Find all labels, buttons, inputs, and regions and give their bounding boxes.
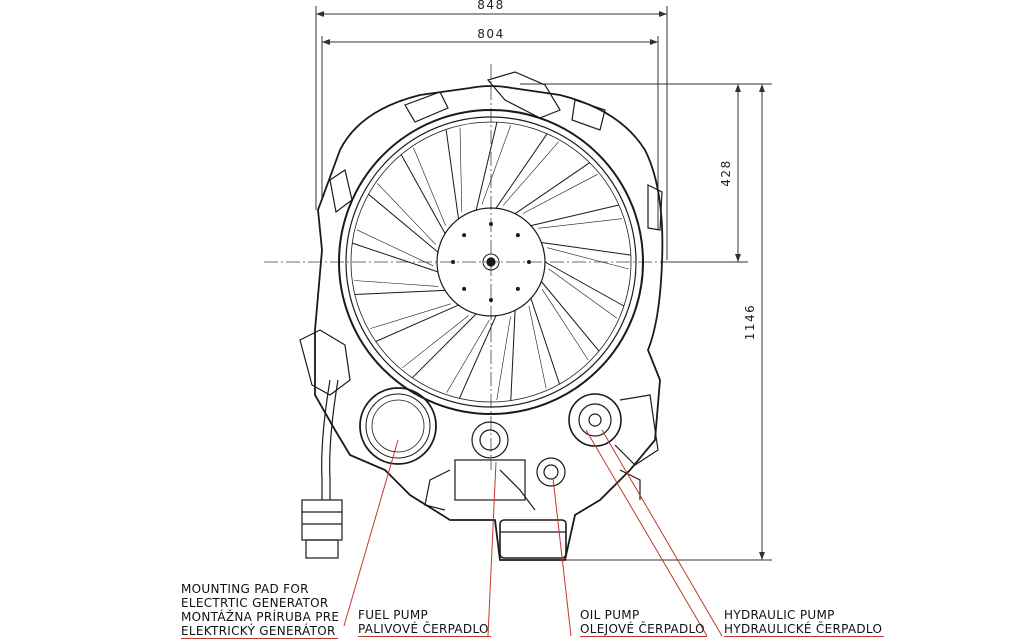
dim-848-label: 848 bbox=[477, 0, 504, 12]
fan-blade-edge bbox=[522, 174, 598, 214]
fan-blade bbox=[530, 298, 560, 385]
fan-blade-edge bbox=[413, 147, 446, 226]
callout-generator-sk-1: MONTÁŽNA PRÍRUBA PRE bbox=[181, 610, 340, 624]
fan-blade-edge bbox=[459, 127, 463, 212]
center-lines bbox=[264, 64, 700, 470]
callout-hydraulic-cz: HYDRAULICKÉ ČERPADLO bbox=[724, 622, 885, 637]
callout-fuel-pump: FUEL PUMP PALIVOVÉ ČERPADLO bbox=[358, 608, 491, 637]
hub-bolts bbox=[451, 222, 531, 302]
engine-body bbox=[314, 71, 664, 561]
hub-bolt bbox=[515, 286, 520, 291]
fan-blade bbox=[495, 133, 548, 209]
fan-blade bbox=[541, 281, 600, 352]
hub-bolt bbox=[462, 286, 467, 291]
fan-blade bbox=[475, 121, 498, 211]
generator-tubing bbox=[299, 329, 351, 559]
callout-hydraulic-en: HYDRAULIC PUMP bbox=[724, 608, 835, 622]
dimension-arrows bbox=[316, 11, 765, 560]
fan-blade bbox=[530, 204, 620, 227]
fan-blade bbox=[411, 313, 477, 379]
fan-blade bbox=[458, 315, 497, 399]
dim-1146-label: 1146 bbox=[743, 304, 757, 341]
callout-fuel-en: FUEL PUMP bbox=[358, 608, 429, 622]
fan-blade bbox=[400, 154, 446, 234]
fan-blade-edge bbox=[446, 319, 490, 393]
hub-bolt bbox=[462, 233, 467, 238]
fan-blade-edge bbox=[528, 305, 547, 389]
fan-blade bbox=[368, 193, 439, 253]
hub-bolt bbox=[489, 298, 493, 302]
fan-blade-edge bbox=[538, 218, 623, 229]
fan-blade-edge bbox=[541, 289, 589, 361]
dimension-lines bbox=[315, 6, 772, 561]
fuel-pump bbox=[424, 421, 536, 511]
fan-outer-ring bbox=[338, 109, 644, 415]
dim-428-label: 428 bbox=[719, 159, 733, 186]
fan-blade bbox=[354, 289, 446, 295]
oil-pump bbox=[499, 457, 567, 559]
hydraulic-pump bbox=[568, 393, 659, 500]
fan-blade bbox=[541, 242, 631, 256]
fan-blade bbox=[375, 304, 459, 342]
generator-mounting-pad bbox=[359, 387, 437, 465]
hub-bolt bbox=[451, 260, 455, 264]
fan-blades bbox=[352, 121, 631, 401]
fan-blade-edge bbox=[356, 229, 434, 267]
fan-blade-edge bbox=[547, 247, 629, 270]
callout-generator-en-2: ELECTRTIC GENERATOR bbox=[181, 596, 329, 610]
fan-blade-edge bbox=[377, 183, 436, 245]
callout-hydraulic-pump: HYDRAULIC PUMP HYDRAULICKÉ ČERPADLO bbox=[724, 608, 885, 637]
fan-blade-edge bbox=[548, 268, 618, 319]
callout-fuel-cz: PALIVOVÉ ČERPADLO bbox=[358, 622, 491, 637]
callout-oil-pump: OIL PUMP OLEJOVÉ ČERPADLO bbox=[580, 608, 707, 637]
callout-generator-sk-2: ELEKTRICKÝ GENERÁTOR bbox=[181, 624, 338, 639]
fan-blade-edge bbox=[370, 303, 451, 329]
callout-generator: MOUNTING PAD FOR ELECTRTIC GENERATOR MON… bbox=[181, 582, 339, 639]
fan-blade-edge bbox=[354, 280, 439, 287]
fan-blade bbox=[445, 129, 459, 219]
fan-blade-edge bbox=[502, 141, 559, 206]
fan-blade bbox=[352, 242, 439, 273]
dim-804-label: 804 bbox=[477, 27, 504, 41]
hub-bolt bbox=[515, 233, 520, 238]
casing-outline bbox=[314, 85, 664, 561]
callout-oil-en: OIL PUMP bbox=[580, 608, 640, 622]
callout-generator-en-1: MOUNTING PAD FOR bbox=[181, 582, 309, 596]
fan-blade bbox=[544, 261, 625, 307]
fan-blade-edge bbox=[402, 315, 469, 369]
hub-bolt bbox=[527, 260, 531, 264]
fan-blade bbox=[514, 162, 590, 215]
hub-bolt bbox=[489, 222, 493, 226]
fan-blade-edge bbox=[496, 316, 511, 400]
callout-oil-cz: OLEJOVÉ ČERPADLO bbox=[580, 622, 707, 637]
leader-lines bbox=[343, 429, 723, 637]
fan-blade bbox=[510, 310, 516, 401]
fan-blade-edge bbox=[481, 125, 511, 205]
